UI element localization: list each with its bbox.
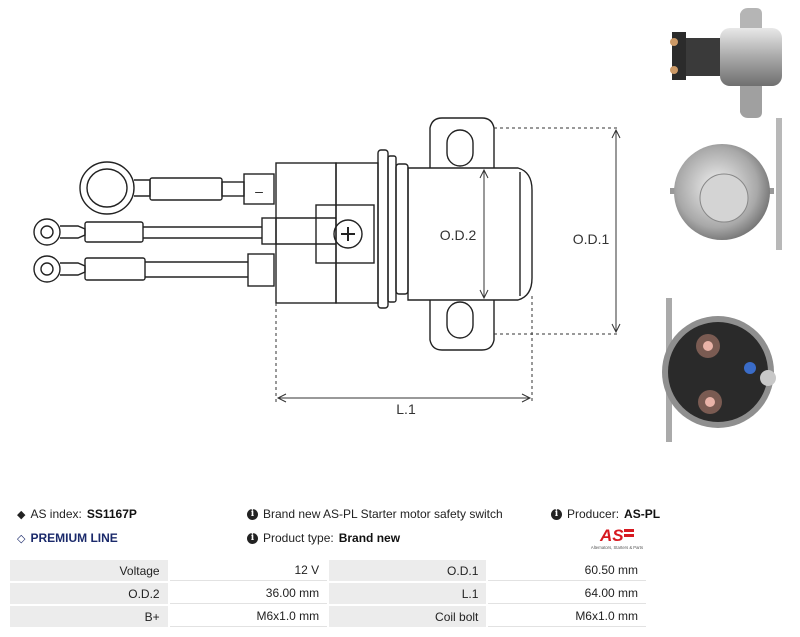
svg-text:AS: AS bbox=[599, 526, 624, 545]
spec-value: 36.00 mm bbox=[169, 583, 328, 604]
spec-value: 60.50 mm bbox=[488, 560, 646, 581]
spec-label: Coil bolt bbox=[329, 606, 487, 627]
as-index-label: AS index: bbox=[30, 507, 82, 521]
l1-label: L.1 bbox=[396, 401, 416, 417]
photo-side-view bbox=[670, 8, 782, 118]
spec-value: 64.00 mm bbox=[488, 583, 646, 604]
product-photos bbox=[662, 8, 782, 442]
svg-text:Alternators, Starters & Parts: Alternators, Starters & Parts bbox=[591, 545, 643, 550]
spec-value: M6x1.0 mm bbox=[488, 606, 646, 627]
photo-terminal-view bbox=[662, 298, 776, 442]
spec-table: Voltage 12 V O.D.1 60.50 mm O.D.2 36.00 … bbox=[8, 558, 648, 629]
spec-label: O.D.2 bbox=[10, 583, 168, 604]
producer-label: Producer: bbox=[567, 507, 620, 521]
tag-icon: ◆ bbox=[17, 508, 26, 521]
spec-label: O.D.1 bbox=[329, 560, 487, 581]
as-index-value: SS1167P bbox=[86, 507, 137, 521]
spec-label: B+ bbox=[10, 606, 168, 627]
info-icon: i bbox=[247, 508, 258, 520]
info-icon: i bbox=[247, 532, 258, 544]
od2-label: O.D.2 bbox=[440, 227, 477, 243]
photo-rear-view bbox=[670, 118, 782, 250]
table-row: B+ M6x1.0 mm Coil bolt M6x1.0 mm bbox=[10, 606, 646, 627]
spec-label: Voltage bbox=[10, 560, 168, 581]
product-type-label: Product type: bbox=[263, 531, 334, 545]
producer-value: AS-PL bbox=[624, 507, 661, 521]
spec-value: 12 V bbox=[169, 560, 328, 581]
table-row: O.D.2 36.00 mm L.1 64.00 mm bbox=[10, 583, 646, 604]
technical-drawing: – O.D.2 O.D.1 L.1 bbox=[33, 117, 621, 417]
table-row: Voltage 12 V O.D.1 60.50 mm bbox=[10, 560, 646, 581]
producer: i Producer: AS-PL bbox=[551, 507, 660, 521]
as-pl-logo: AS Alternators, Starters & Parts bbox=[591, 526, 643, 550]
product-type: i Product type: Brand new bbox=[247, 531, 400, 545]
minus-label: – bbox=[255, 183, 263, 199]
spec-label: L.1 bbox=[329, 583, 487, 604]
premium-line-label: PREMIUM LINE bbox=[30, 531, 118, 545]
description-text: Brand new AS-PL Starter motor safety swi… bbox=[263, 507, 503, 521]
as-index: ◆ AS index: SS1167P bbox=[17, 507, 137, 521]
info-icon: i bbox=[551, 508, 562, 520]
od1-label: O.D.1 bbox=[573, 231, 610, 247]
spec-value: M6x1.0 mm bbox=[169, 606, 328, 627]
product-type-value: Brand new bbox=[338, 531, 401, 545]
description: i Brand new AS-PL Starter motor safety s… bbox=[247, 507, 503, 521]
diamond-icon: ◇ bbox=[17, 532, 26, 545]
premium-line: ◇ PREMIUM LINE bbox=[17, 531, 118, 545]
